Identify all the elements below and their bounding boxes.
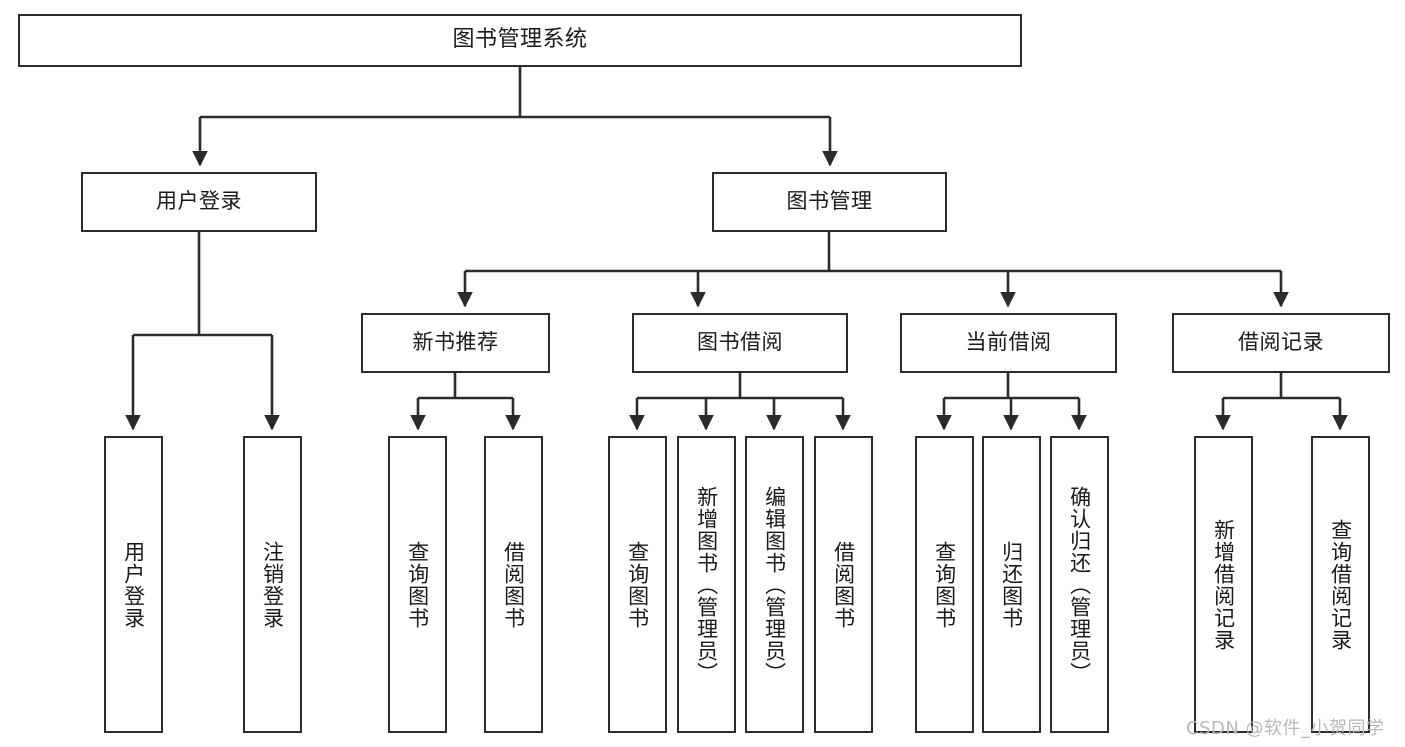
node-borrow-record[interactable]: 借阅记录	[1172, 313, 1390, 373]
node-label: 确认归还（管理员）	[1067, 485, 1092, 684]
leaf-add-borrow-record[interactable]: 新增借阅记录	[1194, 436, 1253, 733]
node-label: 新增图书（管理员）	[694, 485, 719, 684]
node-label: 图书借阅	[697, 330, 783, 355]
node-label: 用户登录	[121, 540, 146, 629]
node-user-login[interactable]: 用户登录	[81, 172, 317, 232]
leaf-confirm-return-admin[interactable]: 确认归还（管理员）	[1050, 436, 1109, 733]
node-label: 借阅图书	[501, 540, 526, 629]
leaf-borrow-book-recommend[interactable]: 借阅图书	[484, 436, 543, 733]
node-label: 新增借阅记录	[1211, 518, 1236, 651]
node-label: 查询图书	[625, 540, 650, 629]
node-label: 借阅图书	[831, 540, 856, 629]
leaf-logout[interactable]: 注销登录	[243, 436, 302, 733]
node-label: 用户登录	[156, 189, 242, 214]
leaf-query-book-borrow[interactable]: 查询图书	[608, 436, 667, 733]
node-label: 查询借阅记录	[1328, 518, 1353, 651]
node-label: 归还图书	[999, 540, 1024, 629]
node-label: 图书管理	[786, 189, 873, 214]
node-label: 当前借阅	[965, 330, 1052, 355]
leaf-query-book-current[interactable]: 查询图书	[915, 436, 974, 733]
csdn-watermark: CSDN @软件_小贺同学	[1186, 718, 1385, 739]
node-new-book-recommend[interactable]: 新书推荐	[361, 313, 550, 373]
leaf-user-login[interactable]: 用户登录	[104, 436, 163, 733]
node-label: 查询图书	[932, 540, 957, 629]
leaf-return-book[interactable]: 归还图书	[982, 436, 1041, 733]
node-label: 图书管理系统	[452, 27, 588, 53]
leaf-add-book-admin[interactable]: 新增图书（管理员）	[677, 436, 736, 733]
node-label: 新书推荐	[412, 330, 499, 355]
leaf-query-book-recommend[interactable]: 查询图书	[388, 436, 447, 733]
node-book-borrow[interactable]: 图书借阅	[632, 313, 848, 373]
node-book-management[interactable]: 图书管理	[712, 172, 947, 232]
leaf-edit-book-admin[interactable]: 编辑图书（管理员）	[745, 436, 804, 733]
node-label: 编辑图书（管理员）	[762, 485, 787, 684]
node-label: 借阅记录	[1238, 330, 1324, 355]
node-current-borrow[interactable]: 当前借阅	[900, 313, 1117, 373]
leaf-borrow-book[interactable]: 借阅图书	[814, 436, 873, 733]
node-label: 注销登录	[260, 540, 285, 629]
node-root-book-management-system[interactable]: 图书管理系统	[18, 14, 1022, 67]
node-label: 查询图书	[405, 540, 430, 629]
leaf-query-borrow-record[interactable]: 查询借阅记录	[1311, 436, 1370, 733]
